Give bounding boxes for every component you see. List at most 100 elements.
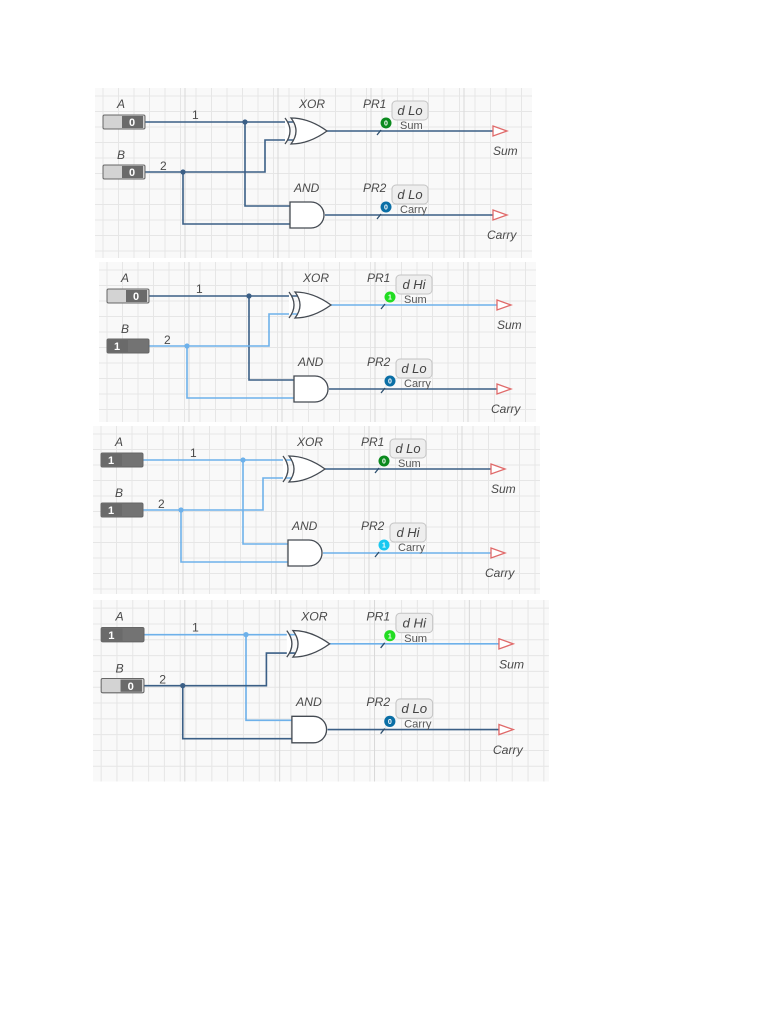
probe-carry-stem [376, 213, 382, 220]
and-gate[interactable] [291, 715, 328, 744]
junction-a [243, 632, 249, 638]
xor-gate[interactable] [291, 629, 331, 658]
probe-sum-tooltip [391, 100, 429, 121]
output-carry-label: Carry [487, 228, 517, 242]
probe-sum-stem [380, 303, 386, 310]
and-gate[interactable] [289, 201, 325, 229]
output-carry-terminal[interactable] [492, 209, 509, 221]
xor-gate[interactable] [289, 117, 329, 145]
xor-gate[interactable] [293, 291, 333, 319]
probe-sum-tooltip-text: d Lo [395, 441, 420, 456]
probe-carry-under-label: Carry [404, 719, 432, 731]
wire-b [143, 652, 297, 687]
probe-carry-indicator [384, 715, 396, 727]
probe-carry-label: PR2 [361, 519, 385, 533]
switch-b-value: 1 [114, 341, 120, 353]
and-label: AND [295, 695, 322, 709]
and-label: AND [297, 355, 324, 369]
probe-carry-tooltip [395, 698, 434, 719]
probe-carry-stem [380, 728, 386, 735]
probe-carry-value: 0 [384, 205, 388, 212]
probe-sum-value: 0 [384, 121, 388, 128]
probe-sum-under-label: Sum [404, 633, 427, 645]
wire-b [145, 139, 295, 173]
switch-b-value: 1 [108, 505, 114, 517]
and-gate[interactable] [287, 539, 323, 567]
output-sum-terminal[interactable] [496, 299, 513, 311]
input-b-label: B [117, 148, 125, 162]
grid-lines [93, 426, 540, 594]
and-gate[interactable] [293, 375, 329, 403]
input-a-label: A [116, 97, 125, 111]
junction-a [246, 293, 252, 299]
probe-sum-tooltip [395, 274, 433, 295]
probe-carry-stem [374, 551, 380, 558]
probe-sum-indicator [378, 455, 390, 467]
probe-carry-stem [380, 387, 386, 394]
output-sum-terminal[interactable] [490, 463, 507, 475]
output-carry-label: Carry [491, 402, 521, 416]
xor-gate-extra-arc [284, 117, 291, 145]
probe-carry-indicator [378, 539, 390, 551]
wires [149, 293, 497, 399]
switch-a[interactable]: 0 [102, 114, 146, 130]
output-carry-terminal[interactable] [498, 723, 516, 736]
probe-carry-tooltip [389, 522, 427, 543]
wire-1-label: 1 [192, 108, 199, 122]
input-b-label: B [115, 661, 123, 675]
switch-a[interactable]: 1 [100, 627, 145, 643]
probe-carry-under-label: Carry [400, 204, 427, 216]
wire-a-to-and [245, 634, 297, 722]
xor-gate-extra-arc [282, 455, 289, 483]
switch-a[interactable]: 1 [100, 452, 144, 468]
probe-sum-label: PR1 [363, 97, 386, 111]
switch-b[interactable]: 1 [106, 338, 150, 354]
wire-b-to-and [181, 685, 297, 740]
probe-sum-value: 1 [388, 295, 392, 302]
output-carry-label: Carry [493, 743, 524, 757]
probe-carry-tooltip [391, 184, 429, 205]
switch-b[interactable]: 0 [102, 164, 146, 180]
wire-a-to-and [248, 296, 299, 381]
input-a-label: A [114, 609, 123, 623]
probe-sum-indicator [384, 291, 396, 303]
probe-sum-stem [374, 467, 380, 474]
wire-b-to-and [186, 346, 299, 399]
output-sum-label: Sum [497, 318, 522, 332]
probe-sum-stem [380, 642, 386, 649]
switch-a[interactable]: 0 [106, 288, 150, 304]
output-sum-terminal[interactable] [492, 125, 509, 137]
switch-b-value: 0 [129, 167, 135, 179]
probe-carry-tooltip [395, 358, 433, 379]
probe-sum-tooltip-text: d Hi [402, 277, 426, 292]
xor-gate[interactable] [287, 455, 327, 483]
output-carry-terminal[interactable] [490, 547, 507, 559]
output-sum-terminal[interactable] [498, 637, 516, 650]
switch-b[interactable]: 0 [100, 678, 145, 694]
switch-b[interactable]: 1 [100, 502, 144, 518]
probe-sum-under-label: Sum [398, 458, 421, 470]
probe-carry-under-label: Carry [404, 378, 431, 390]
input-a-label: A [114, 435, 123, 449]
probe-carry-tooltip-text: d Lo [397, 187, 422, 202]
wire-b-to-and [180, 510, 293, 563]
wire-2-label: 2 [164, 333, 171, 347]
probe-sum-indicator [384, 630, 396, 642]
probe-carry-indicator [384, 375, 396, 387]
input-b-label: B [121, 322, 129, 336]
output-carry-terminal[interactable] [496, 383, 513, 395]
wire-b [143, 477, 293, 511]
junction-a [242, 119, 248, 125]
wire-a-to-and [244, 122, 295, 207]
